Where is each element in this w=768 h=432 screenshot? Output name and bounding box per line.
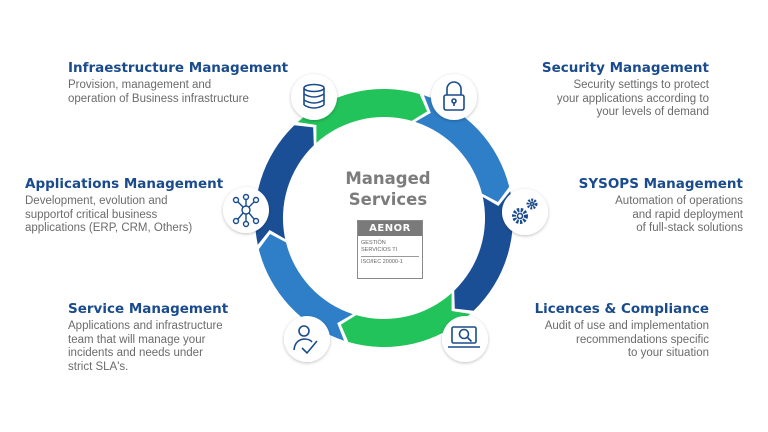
center-title-line1: Managed [345,169,431,188]
ring-segments [254,88,514,348]
gears-icon [512,198,538,224]
desc-line: supportof critical business [25,208,158,221]
ring-segment-service [258,234,353,341]
desc-line: team that will manage your [68,333,206,346]
desc-line: strict SLA's. [68,360,129,373]
service-title: Licences & Compliance [534,301,709,317]
service-description: Automation of operations and rapid deplo… [579,195,743,236]
service-title: SYSOPS Management [578,176,743,192]
laptop-search-icon [448,326,480,348]
service-description: Provision, management and operation of B… [68,79,288,106]
desc-line: of full-stack solutions [636,222,743,234]
laptop-search-icon-badge [442,316,488,362]
desc-line: your levels of demand [596,106,709,118]
service-description: Audit of use and implementation recommen… [535,320,709,361]
network-nodes-icon [232,193,260,228]
person-check-icon-badge [284,316,330,362]
icon-layer [223,74,548,362]
desc-line: Security settings to protect [573,79,709,91]
desc-line: Applications and infrastructure [68,320,223,332]
service-title: Infraestructure Management [68,60,289,76]
service-description: Security settings to protect your applic… [542,79,709,120]
ring-segment-applications [254,125,314,245]
desc-line: Provision, management and [68,79,212,91]
desc-line: applications (ERP, CRM, Others) [25,222,193,234]
desc-line: and rapid deployment [632,208,743,221]
seal-divider [361,256,419,257]
aenor-certification-seal: AENOR GESTIÓN SERVICIOS TI ISO/IEC 20000… [357,220,423,279]
service-description: Applications and infrastructure team tha… [68,320,228,374]
ring-segment-licences [340,293,471,348]
service-title: Service Management [68,301,229,317]
desc-line: recommendations specific [576,333,709,346]
lock-icon [443,81,465,111]
service-licences: Licences & Compliance Audit of use and i… [535,301,709,361]
lock-icon-badge [431,74,477,120]
desc-line: Automation of operations [615,195,743,207]
database-icon-badge [291,74,337,120]
desc-line: operation of Business infrastructure [68,92,249,105]
desc-line: your applications according to [556,92,709,105]
desc-line: incidents and needs under [68,347,203,359]
network-nodes-icon-badge [223,187,269,233]
ring-segment-sysops [454,191,514,311]
center-title: Managed Services [318,168,458,210]
seal-line2: SERVICIOS TI [361,247,398,253]
desc-line: to your situation [627,347,709,359]
person-check-icon [293,325,318,355]
service-title: Applications Management [25,176,224,192]
service-title: Security Management [541,60,709,76]
center-title-line2: Services [348,190,428,209]
desc-line: Development, evolution and [25,195,168,207]
service-infrastructure: Infraestructure Management Provision, ma… [68,60,288,106]
service-service-management: Service Management Applications and infr… [68,301,228,374]
service-security: Security Management Security settings to… [542,60,709,120]
seal-line1: GESTIÓN [361,240,386,246]
gears-icon-badge [502,189,548,235]
seal-line3: ISO/IEC 20000-1 [361,259,403,265]
database-icon [303,83,325,109]
service-sysops: SYSOPS Management Automation of operatio… [579,176,743,236]
desc-line: Audit of use and implementation [544,320,709,332]
seal-brand: AENOR [358,221,422,236]
service-description: Development, evolution and supportof cri… [25,195,223,236]
service-applications: Applications Management Development, evo… [25,176,223,236]
ring-segment-security [415,95,510,202]
